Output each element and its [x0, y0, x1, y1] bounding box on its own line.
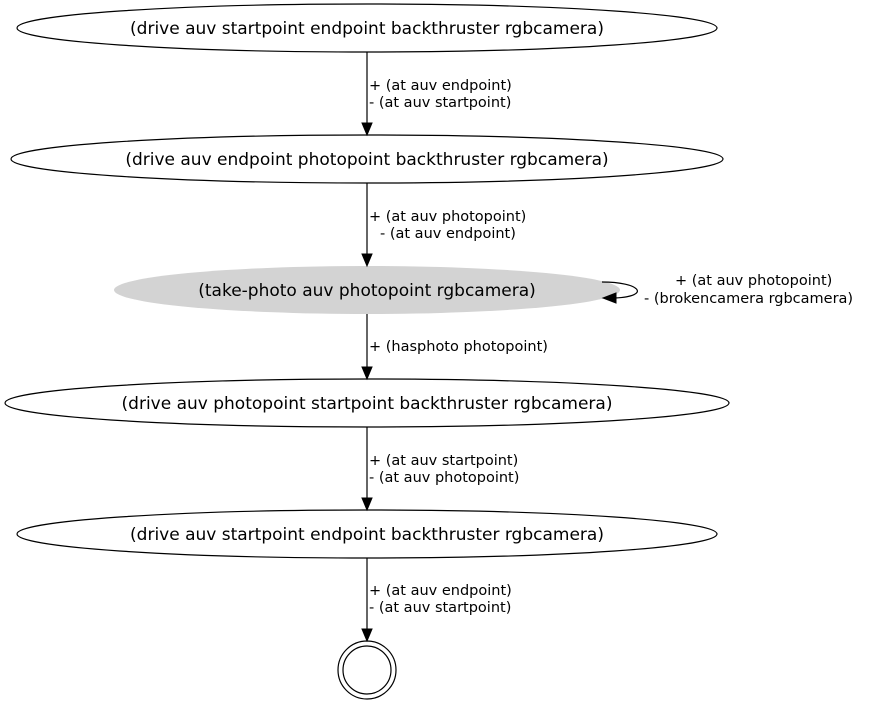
node-3-ellipse	[114, 266, 620, 314]
edge-2-arrowhead	[361, 253, 373, 268]
node-1: (drive auv startpoint endpoint backthrus…	[16, 3, 718, 53]
self-loop-arrowhead	[601, 292, 617, 304]
self-loop-line	[601, 281, 638, 299]
node-2-label: (drive auv endpoint photopoint backthrus…	[125, 150, 608, 170]
node-3-label: (take-photo auv photopoint rgbcamera)	[198, 281, 536, 301]
edge-3-arrowhead	[361, 366, 373, 381]
node-4-label: (drive auv photopoint startpoint backthr…	[122, 394, 613, 414]
edge-3-label-line1: + (hasphoto photopoint)	[369, 339, 548, 355]
edge-5-arrowhead	[361, 628, 373, 643]
edge-4: + (at auv startpoint) - (at auv photopoi…	[361, 427, 519, 512]
final-node-inner-circle	[342, 645, 392, 695]
edge-4-arrowhead	[361, 497, 373, 512]
node-3: (take-photo auv photopoint rgbcamera)	[114, 266, 620, 314]
edge-1: + (at auv endpoint) - (at auv startpoint…	[361, 52, 512, 137]
edge-1-label-line1: + (at auv endpoint)	[369, 78, 512, 94]
edge-1-arrowhead	[361, 122, 373, 137]
node-4: (drive auv photopoint startpoint backthr…	[4, 378, 730, 428]
edge-2-label-line1: + (at auv photopoint)	[369, 209, 526, 225]
edge-5: + (at auv endpoint) - (at auv startpoint…	[361, 558, 512, 643]
edge-1-label-line2: - (at auv startpoint)	[369, 95, 511, 111]
self-loop-label-line2: - (brokencamera rgbcamera)	[644, 291, 853, 307]
self-loop-label-line1: + (at auv photopoint)	[675, 273, 832, 289]
node-5: (drive auv startpoint endpoint backthrus…	[16, 509, 718, 559]
edge-2: + (at auv photopoint) - (at auv endpoint…	[361, 183, 526, 268]
edge-4-label-line1: + (at auv startpoint)	[369, 453, 518, 469]
edge-5-label-line1: + (at auv endpoint)	[369, 583, 512, 599]
final-node	[337, 640, 397, 700]
edge-4-label-line2: - (at auv photopoint)	[369, 470, 519, 486]
edge-2-label-line2: - (at auv endpoint)	[380, 226, 516, 242]
self-loop-edge: + (at auv photopoint) - (brokencamera rg…	[601, 273, 853, 307]
edge-5-label-line2: - (at auv startpoint)	[369, 600, 511, 616]
node-5-label: (drive auv startpoint endpoint backthrus…	[130, 525, 604, 545]
node-1-label: (drive auv startpoint endpoint backthrus…	[130, 19, 604, 39]
edge-3: + (hasphoto photopoint)	[361, 314, 548, 381]
node-2: (drive auv endpoint photopoint backthrus…	[10, 134, 724, 184]
